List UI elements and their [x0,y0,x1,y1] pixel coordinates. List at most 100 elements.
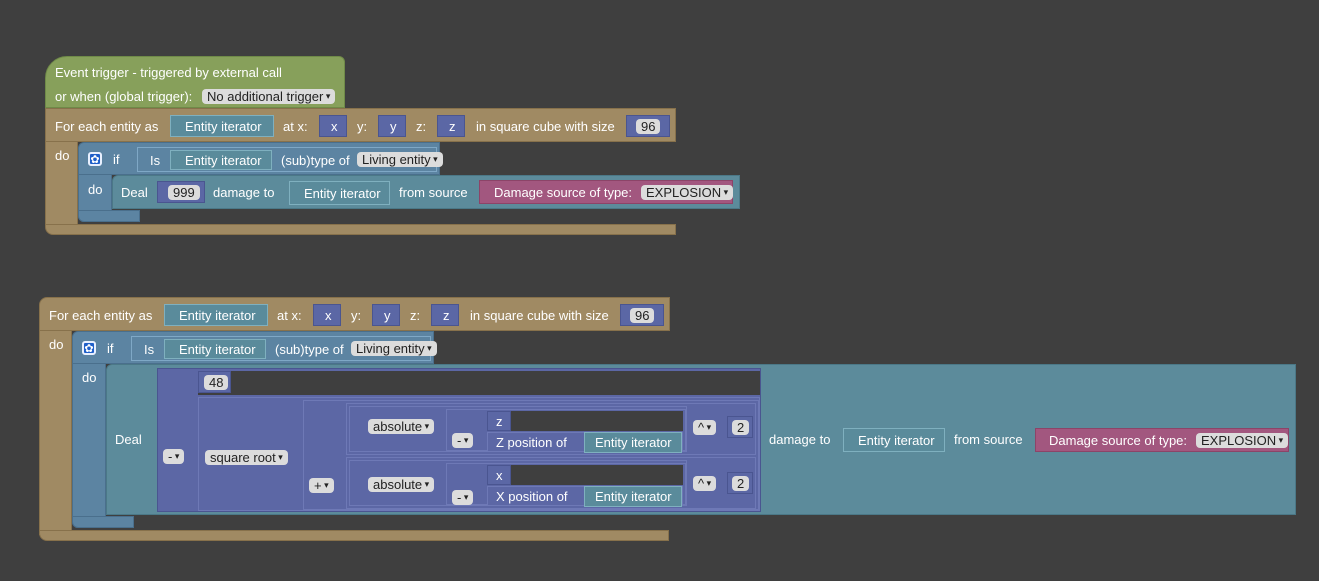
plus-operator-dropdown[interactable]: + [309,478,334,493]
target-entity[interactable]: Entity iterator [843,428,945,452]
from-source-label: from source [399,185,468,200]
source-dropdown[interactable]: EXPLOSION [641,185,734,200]
iterator-entity[interactable]: Entity iterator [170,115,274,137]
y-variable[interactable]: y [372,304,400,326]
at-x-label: at x: [283,119,308,134]
number-48[interactable]: 48 [198,371,231,393]
z-label: z: [410,308,421,323]
minus-expression-1[interactable]: - z Z position of Entity iterator [446,409,686,453]
absolute-expression-1[interactable]: absolute - z Z position of [349,406,687,453]
z-variable[interactable]: z [437,115,465,137]
damage-source-block[interactable]: Damage source of type: EXPLOSION [479,180,734,204]
foreach-do-label: do [49,337,64,352]
source-dropdown[interactable]: EXPLOSION [1196,433,1289,448]
z-variable[interactable]: z [431,304,459,326]
deal-label: Deal [121,185,148,200]
deal-damage-block-2[interactable]: Deal - 48 square root + absolute [106,364,1296,515]
cube-size-field[interactable]: 96 [636,119,661,134]
gear-icon[interactable]: ✿ [88,152,102,166]
absolute-expression-2[interactable]: absolute - x X position of [349,460,687,507]
gear-icon[interactable]: ✿ [82,341,96,355]
if-block[interactable]: ✿ if Is Entity iterator (sub)type of Liv… [78,142,443,175]
is-subtype-block[interactable]: Is Entity iterator (sub)type of Living e… [137,147,443,172]
absolute-dropdown-2[interactable]: absolute [368,477,435,492]
event-trigger-header[interactable]: Event trigger - triggered by external ca… [45,56,345,108]
cube-size-field[interactable]: 96 [630,308,655,323]
z-label: z: [416,119,427,134]
cube-label: in square cube with size [470,308,609,323]
damage-to-label: damage to [213,185,275,200]
subtype-dropdown[interactable]: Living entity [351,341,437,356]
subtype-label: (sub)type of [281,153,350,168]
if-footer-2 [72,516,134,528]
x-entity[interactable]: Entity iterator [584,486,682,507]
cube-size-number[interactable]: 96 [626,115,670,137]
is-subtype-block[interactable]: Is Entity iterator (sub)type of Living e… [131,336,437,361]
y-label: y: [357,119,368,134]
power-dropdown-2[interactable]: ^ [693,476,717,491]
if-label: if [113,152,120,167]
if-do-label: do [82,370,97,385]
x-variable[interactable]: x [313,304,341,326]
plus-expression[interactable]: + absolute - z [303,400,759,510]
deal-label: Deal [115,432,142,447]
y-label: y: [351,308,362,323]
number-48-field[interactable]: 48 [204,375,229,390]
if-footer [78,210,140,222]
subtype-dropdown[interactable]: Living entity [357,152,443,167]
exponent-2[interactable]: 2 [727,472,753,494]
foreach-prefix: For each entity as [49,308,153,323]
from-source-label: from source [954,432,1023,447]
foreach-do-arm: do [45,141,78,226]
sqrt-expression[interactable]: square root + absolute - z [198,397,760,511]
z-slot [487,411,683,431]
iterator-entity[interactable]: Entity iterator [164,304,268,326]
is-label: Is [150,153,161,168]
z-entity[interactable]: Entity iterator [584,432,682,453]
exponent-1-field[interactable]: 2 [732,420,750,435]
global-trigger-dropdown[interactable]: No additional trigger [202,89,336,104]
is-entity[interactable]: Entity iterator [170,150,272,170]
sqrt-operator-dropdown[interactable]: square root [205,450,288,465]
is-label: Is [144,342,155,357]
foreach-do-arm-2: do [39,330,72,535]
is-entity[interactable]: Entity iterator [164,339,266,359]
damage-field[interactable]: 999 [168,185,200,200]
x-position-block[interactable]: X position of Entity iterator [487,486,683,507]
foreach-footer-2 [39,530,669,541]
z-var-block[interactable]: z [487,411,511,431]
power-expression-1[interactable]: absolute - z Z position of [346,403,756,455]
if-do-label: do [88,182,103,197]
deal-damage-block[interactable]: Deal 999 damage to Entity iterator from … [112,175,740,209]
target-entity[interactable]: Entity iterator [289,181,390,205]
absolute-dropdown-1[interactable]: absolute [368,419,435,434]
power-dropdown-1[interactable]: ^ [693,420,717,435]
if-block-2[interactable]: ✿ if Is Entity iterator (sub)type of Liv… [72,331,437,364]
operand-slot [198,371,760,395]
cube-label: in square cube with size [476,119,615,134]
y-variable[interactable]: y [378,115,406,137]
foreach-loop-block[interactable]: For each entity as Entity iterator at x:… [45,108,676,142]
damage-source-block[interactable]: Damage source of type: EXPLOSION [1035,428,1289,452]
event-title: Event trigger - triggered by external ca… [55,65,282,80]
minus-dropdown-1[interactable]: - [452,433,474,448]
exponent-2-field[interactable]: 2 [732,476,750,491]
power-expression-2[interactable]: absolute - x X position of [346,457,756,509]
minus-operator-dropdown[interactable]: - [163,449,185,464]
x-position-label: X position of [496,489,568,504]
minus-expression[interactable]: - 48 square root + absolute - [157,368,761,512]
if-label: if [107,341,114,356]
global-trigger-label: or when (global trigger): [55,89,193,104]
z-position-block[interactable]: Z position of Entity iterator [487,432,683,453]
x-var-block[interactable]: x [487,465,511,485]
at-x-label: at x: [277,308,302,323]
cube-size-number[interactable]: 96 [620,304,664,326]
foreach-do-label: do [55,148,70,163]
x-variable[interactable]: x [319,115,347,137]
minus-dropdown-2[interactable]: - [452,490,474,505]
exponent-1[interactable]: 2 [727,416,753,438]
z-position-label: Z position of [496,435,567,450]
foreach-header-2[interactable]: For each entity as Entity iterator at x:… [39,297,670,331]
minus-expression-2[interactable]: - x X position of Entity iterator [446,463,686,507]
damage-number[interactable]: 999 [157,181,205,203]
